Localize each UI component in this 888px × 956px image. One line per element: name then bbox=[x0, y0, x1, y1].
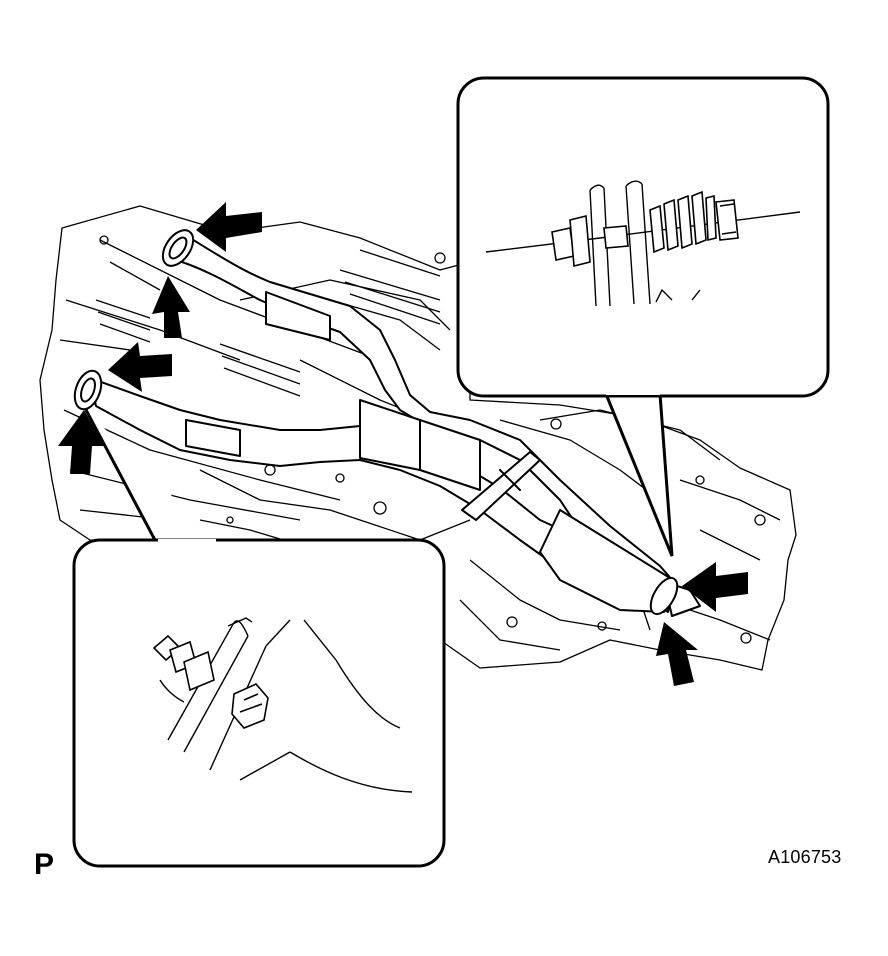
arrow-front-upper-flange-a bbox=[196, 202, 262, 252]
front-upper-flange bbox=[161, 229, 195, 267]
arrow-rear-flange-a bbox=[682, 562, 748, 612]
view-label: P bbox=[34, 848, 55, 881]
rear-flange bbox=[649, 576, 679, 616]
lower-inset-detail bbox=[72, 409, 446, 868]
arrow-rear-flange-b bbox=[656, 622, 698, 686]
bolt-head-icon bbox=[715, 199, 739, 241]
arrow-front-upper-flange-b bbox=[152, 276, 190, 338]
nut-icon bbox=[231, 683, 269, 729]
figure-id: A106753 bbox=[768, 847, 842, 867]
arrow-front-lower-flange-b bbox=[58, 410, 104, 474]
arrow-front-lower-flange-a bbox=[108, 342, 172, 392]
stud-bolt-icon bbox=[152, 634, 215, 692]
exhaust-pipe-assembly bbox=[89, 237, 701, 617]
upper-inset-detail bbox=[456, 76, 830, 557]
upper-inset-frame bbox=[456, 76, 830, 398]
pointer-arrows bbox=[58, 202, 748, 686]
front-lower-flange bbox=[73, 369, 103, 411]
spring-icon bbox=[649, 190, 717, 254]
upper-inset-pointer bbox=[604, 393, 674, 557]
